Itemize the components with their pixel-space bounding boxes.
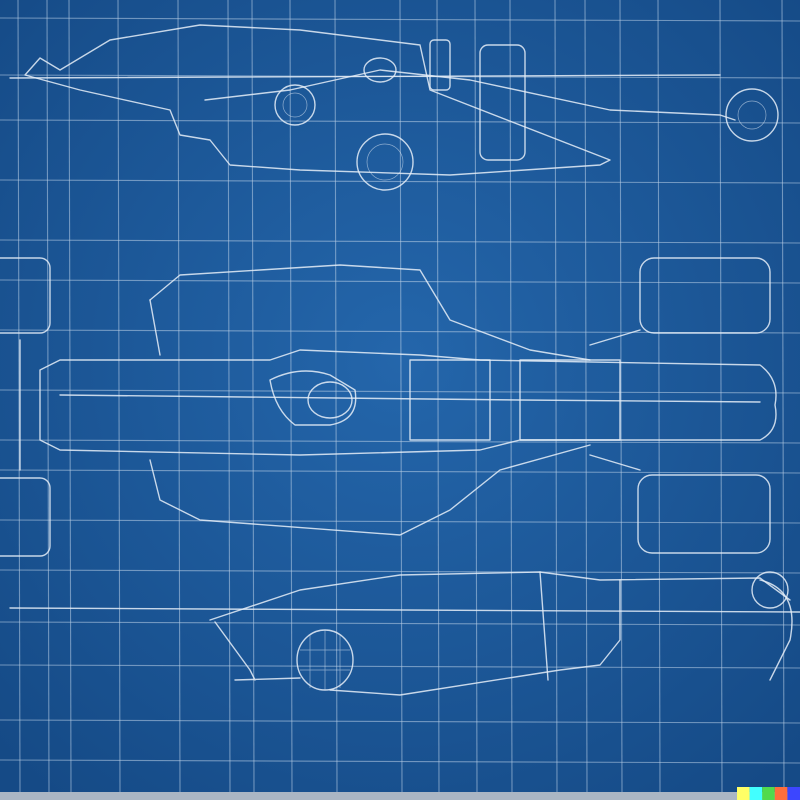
grid-line-horizontal xyxy=(0,239,800,244)
grid-line-horizontal xyxy=(0,279,800,284)
side-view-top xyxy=(9,24,779,191)
watermark-square xyxy=(749,787,763,800)
watermark-square xyxy=(762,787,775,800)
grid-line-vertical xyxy=(334,0,338,793)
grid-line-horizontal xyxy=(0,389,800,394)
watermark-square xyxy=(787,787,800,800)
grid-line-horizontal xyxy=(0,519,800,524)
grid-line-vertical xyxy=(657,0,661,793)
grid-line-vertical xyxy=(68,0,72,793)
grid-line-vertical xyxy=(719,0,723,793)
grid-line-vertical xyxy=(399,0,403,793)
grid-line-horizontal xyxy=(0,569,800,574)
grid-line-vertical xyxy=(251,0,255,793)
grid-line-horizontal xyxy=(0,719,800,724)
grid-line-vertical xyxy=(227,0,231,793)
grid-line-vertical xyxy=(509,0,513,793)
grid-line-vertical xyxy=(289,0,293,793)
top-view-center xyxy=(0,257,777,557)
grid-line-horizontal xyxy=(0,621,800,626)
grid-line-vertical xyxy=(554,0,558,793)
grid-line-horizontal xyxy=(0,664,800,669)
grid-line-vertical xyxy=(46,0,50,793)
grid-line-vertical xyxy=(584,0,588,793)
grid-line-horizontal xyxy=(0,17,800,22)
grid-line-vertical xyxy=(619,0,623,793)
grid-line-vertical xyxy=(17,0,21,793)
grid-line-vertical xyxy=(474,0,478,793)
watermark-logo xyxy=(737,787,800,800)
grid-line-horizontal xyxy=(0,469,800,474)
bottom-strip xyxy=(0,792,800,800)
side-view-bottom xyxy=(9,571,800,696)
grid-line-horizontal xyxy=(0,179,800,184)
grid-line-horizontal xyxy=(0,759,800,764)
grid-line-horizontal xyxy=(0,439,800,444)
watermark-square xyxy=(737,787,750,800)
grid-line-vertical xyxy=(436,0,440,793)
grid-line-horizontal xyxy=(0,119,800,124)
grid-line-vertical xyxy=(781,0,785,793)
watermark-square xyxy=(774,787,788,800)
